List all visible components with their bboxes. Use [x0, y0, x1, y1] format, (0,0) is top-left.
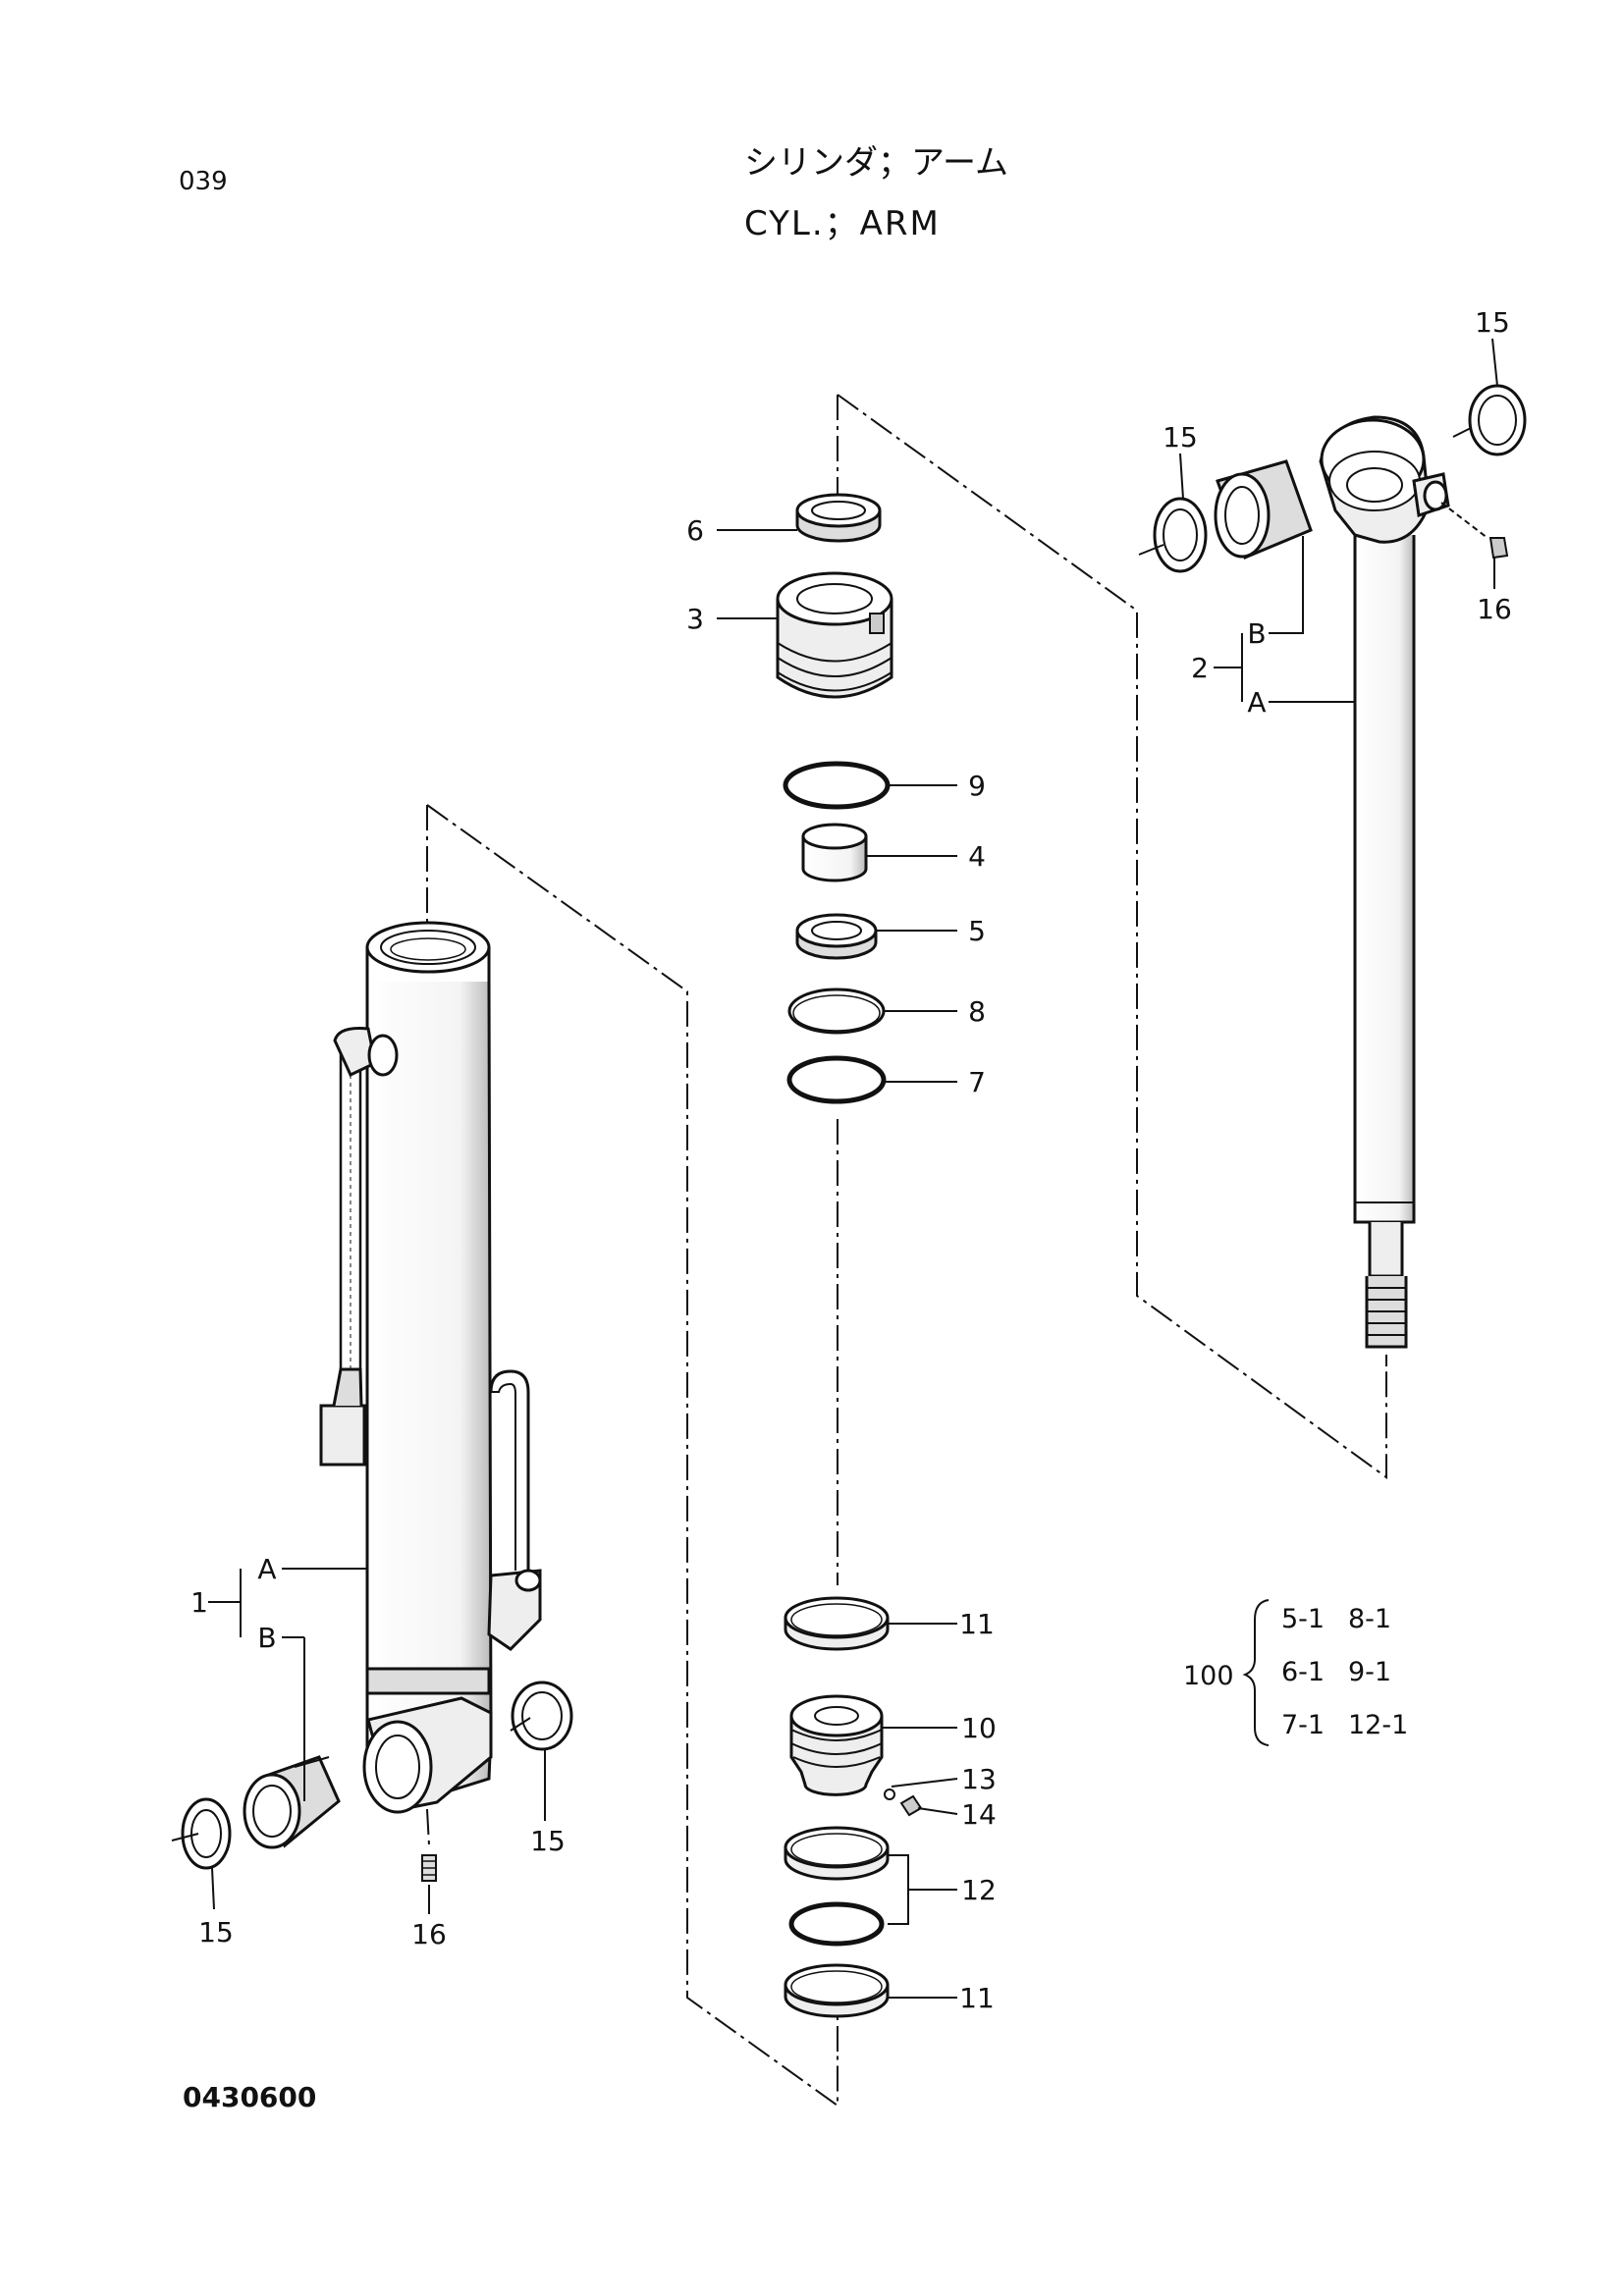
- cylinder-tube: [319, 921, 542, 1882]
- part-9-o-ring: [783, 761, 891, 810]
- right-pin-bushing: [1214, 459, 1313, 560]
- assembly-lines: [426, 394, 1387, 2108]
- page-number: 039: [179, 167, 228, 196]
- callout-7: 7: [968, 1066, 986, 1098]
- part-12-piston-seal: [784, 1826, 890, 1947]
- seal-15-lower-right: [510, 1681, 573, 1751]
- part-6-dust-seal: [795, 493, 882, 543]
- part-8-u-ring: [787, 988, 886, 1035]
- callout-2a: A: [1247, 686, 1266, 719]
- part-5-buffer-ring: [795, 913, 878, 960]
- title-english: CYL.；ARM: [744, 204, 941, 243]
- seal-15-left: [171, 1797, 232, 1870]
- callout-16-left: 16: [411, 1918, 447, 1950]
- callout-15-upper-right: 15: [1475, 306, 1510, 339]
- part-13-steel-ball: [884, 1789, 895, 1800]
- kit-item: 7-1: [1281, 1710, 1325, 1740]
- drawing-code: 0430600: [183, 2081, 317, 2113]
- part-3-rod-cover: [776, 571, 893, 699]
- callout-5: 5: [968, 915, 986, 947]
- callout-4: 4: [968, 840, 986, 873]
- callout-16-right: 16: [1477, 593, 1512, 625]
- seal-kit-100: 100 5-1 8-1 6-1 9-1 7-1 12-1: [1183, 1599, 1408, 1746]
- callout-1: 1: [190, 1586, 208, 1619]
- title-japanese: シリンダ；アーム: [744, 143, 1008, 183]
- part-7-backup-ring: [786, 1055, 887, 1104]
- callout-2b: B: [1247, 617, 1266, 650]
- seal-15-upper-left: [1138, 497, 1208, 573]
- callout-8: 8: [968, 995, 986, 1028]
- seal-15-upper-right: [1452, 384, 1527, 456]
- part-11-lower-wear-ring: [784, 1963, 890, 2018]
- left-pin-bushing: [243, 1755, 341, 1849]
- part-11-upper-wear-ring: [784, 1596, 890, 1651]
- kit-number: 100: [1183, 1661, 1234, 1691]
- callout-1a: A: [257, 1553, 276, 1585]
- callout-1b: B: [257, 1622, 276, 1654]
- part-14-set-screw: [899, 1794, 923, 1817]
- part-4-bushing: [801, 823, 868, 882]
- kit-item: 8-1: [1348, 1604, 1391, 1634]
- callout-9: 9: [968, 770, 986, 802]
- kit-item: 6-1: [1281, 1657, 1325, 1687]
- callout-14: 14: [961, 1798, 997, 1831]
- piston-rod: [1319, 415, 1450, 1349]
- kit-item: 9-1: [1348, 1657, 1391, 1687]
- part-10-piston: [789, 1694, 884, 1796]
- callout-2: 2: [1191, 652, 1209, 684]
- kit-item: 5-1: [1281, 1604, 1325, 1634]
- callout-3: 3: [686, 603, 704, 635]
- callout-10: 10: [961, 1712, 997, 1744]
- callout-11-upper: 11: [959, 1608, 995, 1640]
- callout-15-upper-left: 15: [1163, 421, 1198, 454]
- kit-item: 12-1: [1348, 1710, 1408, 1740]
- callout-13: 13: [961, 1763, 997, 1795]
- callout-15-lower-left: 15: [198, 1916, 234, 1949]
- callout-15-lower-right: 15: [530, 1825, 566, 1857]
- grease-nipple-16-right: [1440, 502, 1509, 560]
- leader-lines: [208, 338, 1498, 1999]
- callout-11-lower: 11: [959, 1982, 995, 2014]
- callout-12: 12: [961, 1874, 997, 1906]
- callout-6: 6: [686, 514, 704, 547]
